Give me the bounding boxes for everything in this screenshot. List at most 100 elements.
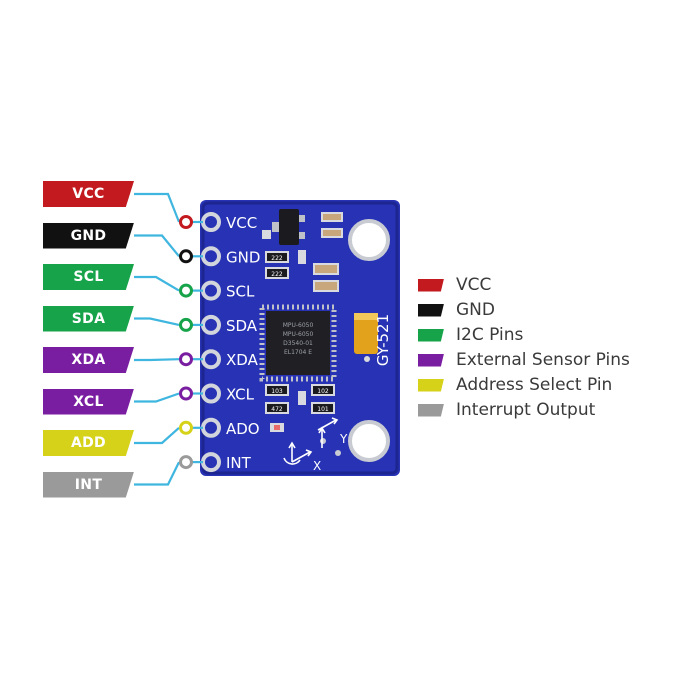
axis-y-label: Y (339, 432, 348, 446)
legend-label: VCC (456, 275, 492, 295)
legend-swatch (418, 353, 444, 367)
resistor-code: 103 (271, 388, 283, 395)
pin-ring-int (179, 455, 193, 470)
wire-xda (134, 358, 180, 362)
pin-ring-vcc (179, 215, 193, 229)
capacitor (313, 263, 339, 275)
pin-label-sda: SDA (43, 305, 134, 332)
pin-ring-xda (179, 352, 193, 367)
pin-pad-xcl (201, 383, 221, 404)
pin-label-add: ADD (43, 430, 134, 456)
wire-xcl (134, 392, 180, 403)
resistor (265, 251, 289, 263)
resistor-code: 102 (317, 388, 329, 395)
pad-dot (364, 356, 370, 362)
model-label: GY-521 (374, 314, 392, 366)
capacitor (298, 391, 306, 405)
legend-label: I2C Pins (456, 325, 524, 345)
wire-vcc (134, 192, 181, 223)
pin-pad-xda (201, 349, 221, 370)
pin-label-gnd: GND (43, 222, 134, 249)
chip-marking: EL1704 E (284, 349, 312, 356)
legend-item: External Sensor Pins (418, 349, 630, 371)
resistor-code: 222 (271, 271, 283, 278)
chip-marking: MPU-6050 (283, 322, 314, 329)
resistor (265, 402, 289, 414)
voltage-regulator (279, 209, 299, 245)
regulator-tab (299, 215, 305, 222)
wire-add (134, 426, 180, 445)
mpu6050-chip: MPU-6050 MPU-6050 D3540-01 EL1704 E (259, 304, 337, 382)
legend-item: VCC (418, 274, 491, 296)
capacitor (313, 280, 339, 292)
legend-label: External Sensor Pins (456, 350, 630, 370)
via (320, 438, 326, 444)
wire-int (134, 461, 180, 486)
legend-swatch (418, 328, 444, 342)
wire-sda (134, 317, 180, 326)
legend-swatch (418, 378, 444, 392)
pin-silk-gnd: GND (226, 248, 260, 266)
chip-pins (259, 304, 337, 382)
pin-ring-gnd (179, 249, 193, 264)
pin-silk-sda: SDA (226, 317, 258, 335)
legend-swatch (418, 403, 444, 417)
resistor (311, 402, 335, 414)
capacitor (298, 250, 306, 264)
regulator-tab (272, 222, 279, 232)
pin-silk-int: INT (226, 454, 252, 472)
pin-ring-xcl (179, 386, 193, 401)
legend-item: I2C Pins (418, 324, 523, 346)
tantalum-band (354, 313, 378, 320)
mounting-hole-bottom (348, 420, 390, 462)
pin-ring-scl (179, 283, 193, 298)
pin-silk-xcl: XCL (226, 386, 255, 404)
chip-body (266, 311, 330, 375)
resistor (265, 267, 289, 279)
tantalum-capacitor (354, 313, 378, 354)
pin-ring-sda (179, 317, 193, 332)
resistor (265, 384, 289, 396)
pin-pad-int (201, 452, 221, 473)
via (335, 450, 341, 456)
resistor-code: 101 (317, 406, 329, 413)
pin-silk-ado: ADO (226, 420, 260, 438)
capacitor (262, 230, 271, 239)
resistor-code: 472 (271, 406, 283, 413)
legend-swatch (418, 278, 444, 292)
regulator-tab (299, 232, 305, 239)
resistor-code: 222 (271, 255, 283, 262)
pin-label-int: INT (43, 471, 134, 498)
mounting-hole-top (348, 219, 390, 261)
pin-pad-sda (201, 314, 221, 335)
chip-marking: D3540-01 (283, 340, 313, 347)
legend-item: GND (418, 299, 495, 321)
pin-label-vcc: VCC (43, 181, 134, 207)
wire-scl (134, 275, 180, 292)
pin-pad-scl (201, 280, 221, 301)
pin-label-xda: XDA (43, 347, 134, 373)
legend-swatch (418, 303, 444, 317)
pin-silkscreen: VCC GND SCL SDA XDA XCL ADO INT (226, 214, 260, 472)
axis-x-label: X (313, 459, 321, 473)
pin-pad-vcc (201, 212, 221, 232)
pin-pad-gnd (201, 246, 221, 267)
legend-label: Address Select Pin (456, 375, 613, 395)
wire-gnd (134, 234, 180, 257)
capacitor (321, 212, 343, 222)
pin-label-scl: SCL (43, 264, 134, 290)
pin-silk-vcc: VCC (226, 214, 257, 232)
chip-marking: MPU-6050 (283, 331, 314, 338)
resistor (311, 384, 335, 396)
pin-label-xcl: XCL (43, 388, 134, 415)
pin-silk-scl: SCL (226, 283, 255, 301)
legend-label: GND (456, 300, 495, 320)
legend-label: Interrupt Output (456, 400, 596, 420)
pcb-shade (201, 201, 399, 475)
legend-item: Interrupt Output (418, 399, 595, 421)
led-lens (274, 425, 280, 430)
pin-silk-xda: XDA (226, 351, 259, 369)
